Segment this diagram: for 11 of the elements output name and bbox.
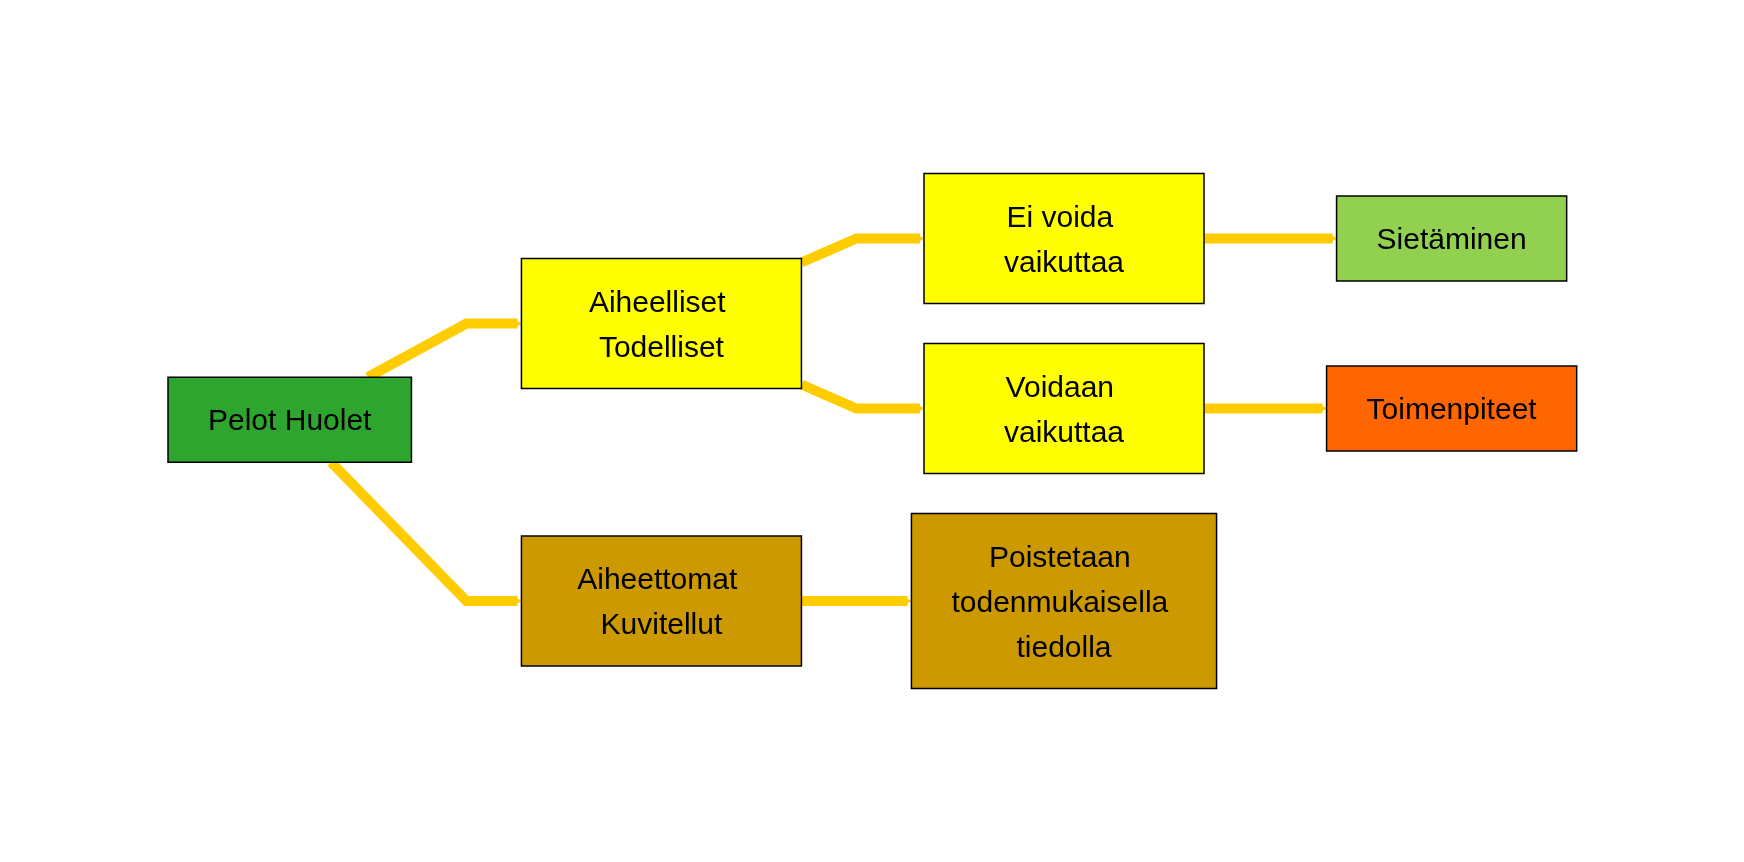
arrow bbox=[801, 596, 912, 606]
node-box: Pelot Huolet bbox=[166, 376, 412, 463]
node-box: Sietäminen bbox=[1335, 195, 1568, 282]
node-box: Poistetaan todenmukaisella tiedolla bbox=[910, 512, 1217, 690]
node-box: Aiheelliset Todelliset bbox=[520, 257, 802, 390]
node-box: Ei voida vaikuttaa bbox=[922, 172, 1205, 305]
node-box: Aiheettomat Kuvitellut bbox=[520, 535, 802, 667]
arrow bbox=[1203, 233, 1337, 244]
node-box: Voidaan vaikuttaa bbox=[922, 342, 1205, 475]
node-box: Toimenpiteet bbox=[1325, 365, 1578, 452]
arrow bbox=[1203, 403, 1327, 414]
